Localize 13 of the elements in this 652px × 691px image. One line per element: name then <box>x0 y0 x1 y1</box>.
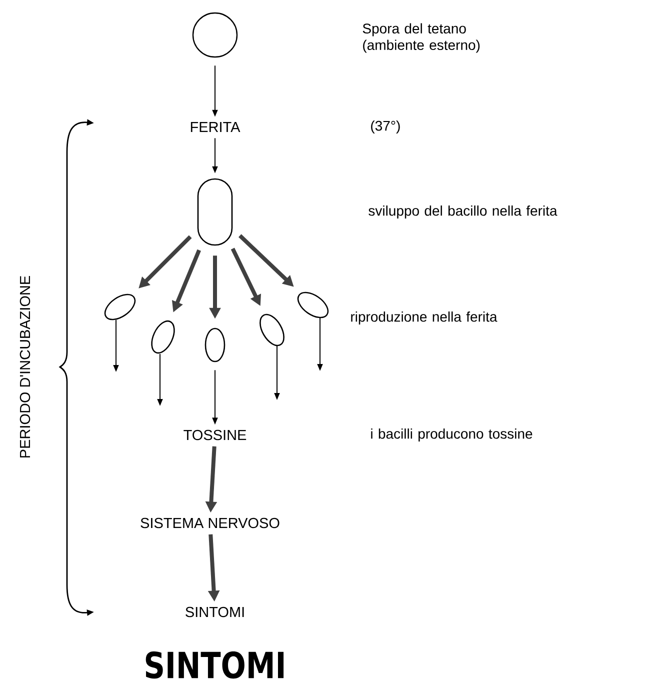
bracket-label: PERIODO D'INCUBAZIONE <box>20 276 30 458</box>
step-label: SISTEMA NERVOSO <box>140 518 280 528</box>
spore-circle <box>192 12 238 58</box>
step-label: FERITA <box>190 122 240 132</box>
side-note: (37°) <box>371 120 400 134</box>
bacterium-oval <box>204 328 226 362</box>
side-note: Spora del tetano (ambiente esterno) <box>362 23 480 53</box>
heading: SINTOMI <box>146 651 284 679</box>
side-note: sviluppo del bacillo nella ferita <box>368 205 558 219</box>
side-note: i bacilli producono tossine <box>371 428 532 442</box>
step-label: TOSSINE <box>184 430 246 440</box>
side-note: riproduzione nella ferita <box>351 311 498 325</box>
step-label: SINTOMI <box>186 606 244 618</box>
